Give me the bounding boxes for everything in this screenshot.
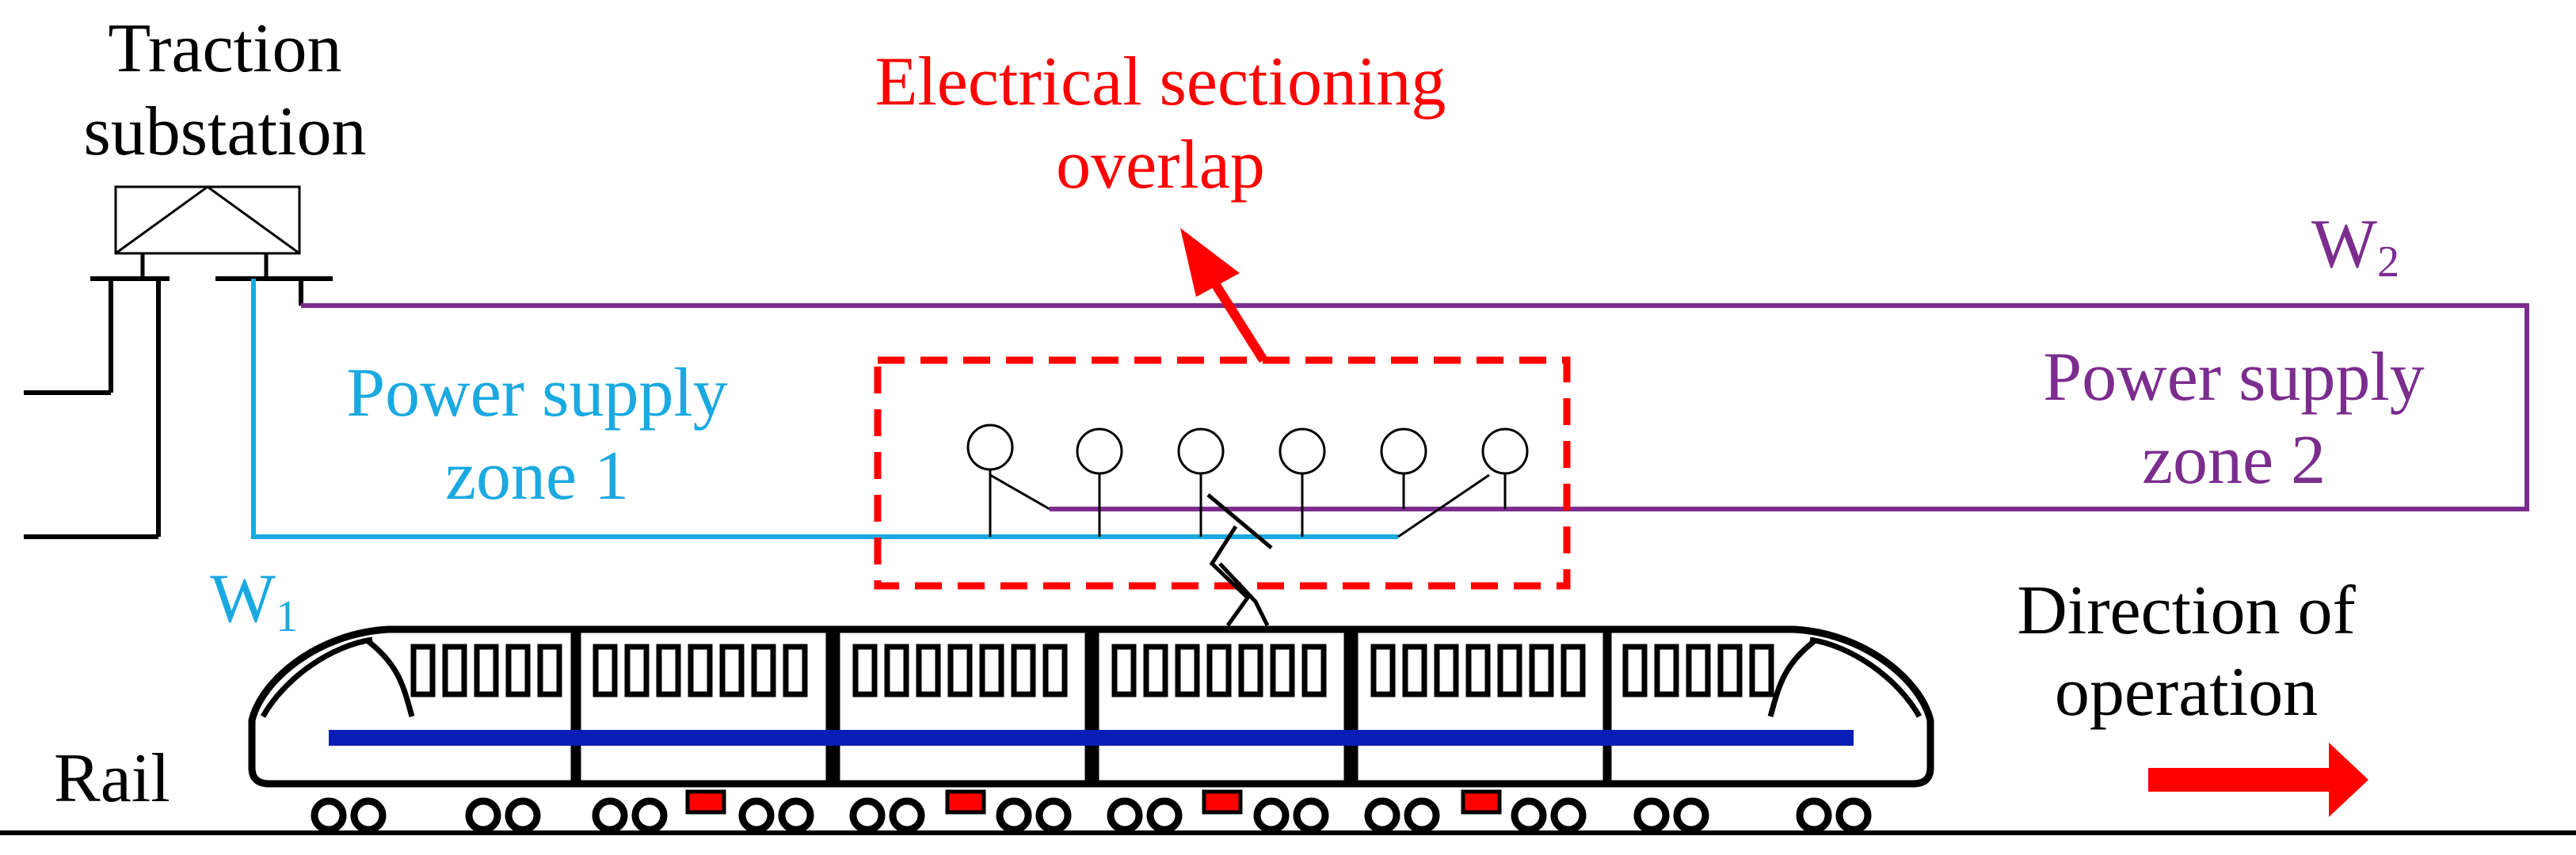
train [248,625,1934,834]
train-stripe [329,730,1854,746]
zone1-label-line1: Power supply [346,355,728,431]
power-supply-zone-1-line [251,279,1398,539]
insulator [1380,428,1427,475]
w2-letter: W [2311,206,2377,283]
overlap-label-line2: overlap [1056,127,1265,203]
substation-label-line2: substation [84,93,367,170]
undercarriage-boxes [685,789,1502,815]
insulator [966,424,1014,471]
car-windows [852,644,1068,697]
car-windows [593,644,808,697]
overlap-arrow [1180,228,1268,363]
sectioning-overlap-box [874,356,1571,590]
zone2-label-line2: zone 2 [2142,422,2326,499]
w1-label: W1 [210,560,298,641]
direction-arrow [2148,743,2368,817]
zone2-label-line1: Power supply [2043,339,2425,416]
car-windows [1370,644,1586,697]
w1-index: 1 [276,592,298,641]
car-windows [410,644,562,697]
car-windows [1111,644,1327,697]
rail-label: Rail [54,740,170,817]
wheels [311,797,1872,834]
zone1-label-line2: zone 1 [445,438,629,515]
insulator [1278,428,1326,475]
insulator [1076,428,1123,475]
traction-substation [24,185,333,539]
w1-letter: W [210,560,276,637]
power-supply-zone-2-line [301,303,2529,511]
w2-label: W2 [2311,206,2399,287]
overlap-label-line1: Electrical sectioning [875,44,1446,120]
insulator [1177,428,1225,475]
sectioning-insulators [966,424,1529,538]
pantograph [1206,493,1273,627]
car-windows [1622,644,1774,697]
w2-index: 2 [2377,238,2399,287]
direction-label-line1: Direction of [2017,572,2356,649]
insulator [1481,428,1529,475]
substation-label-line1: Traction [109,10,342,87]
direction-label-line2: operation [2055,654,2318,731]
